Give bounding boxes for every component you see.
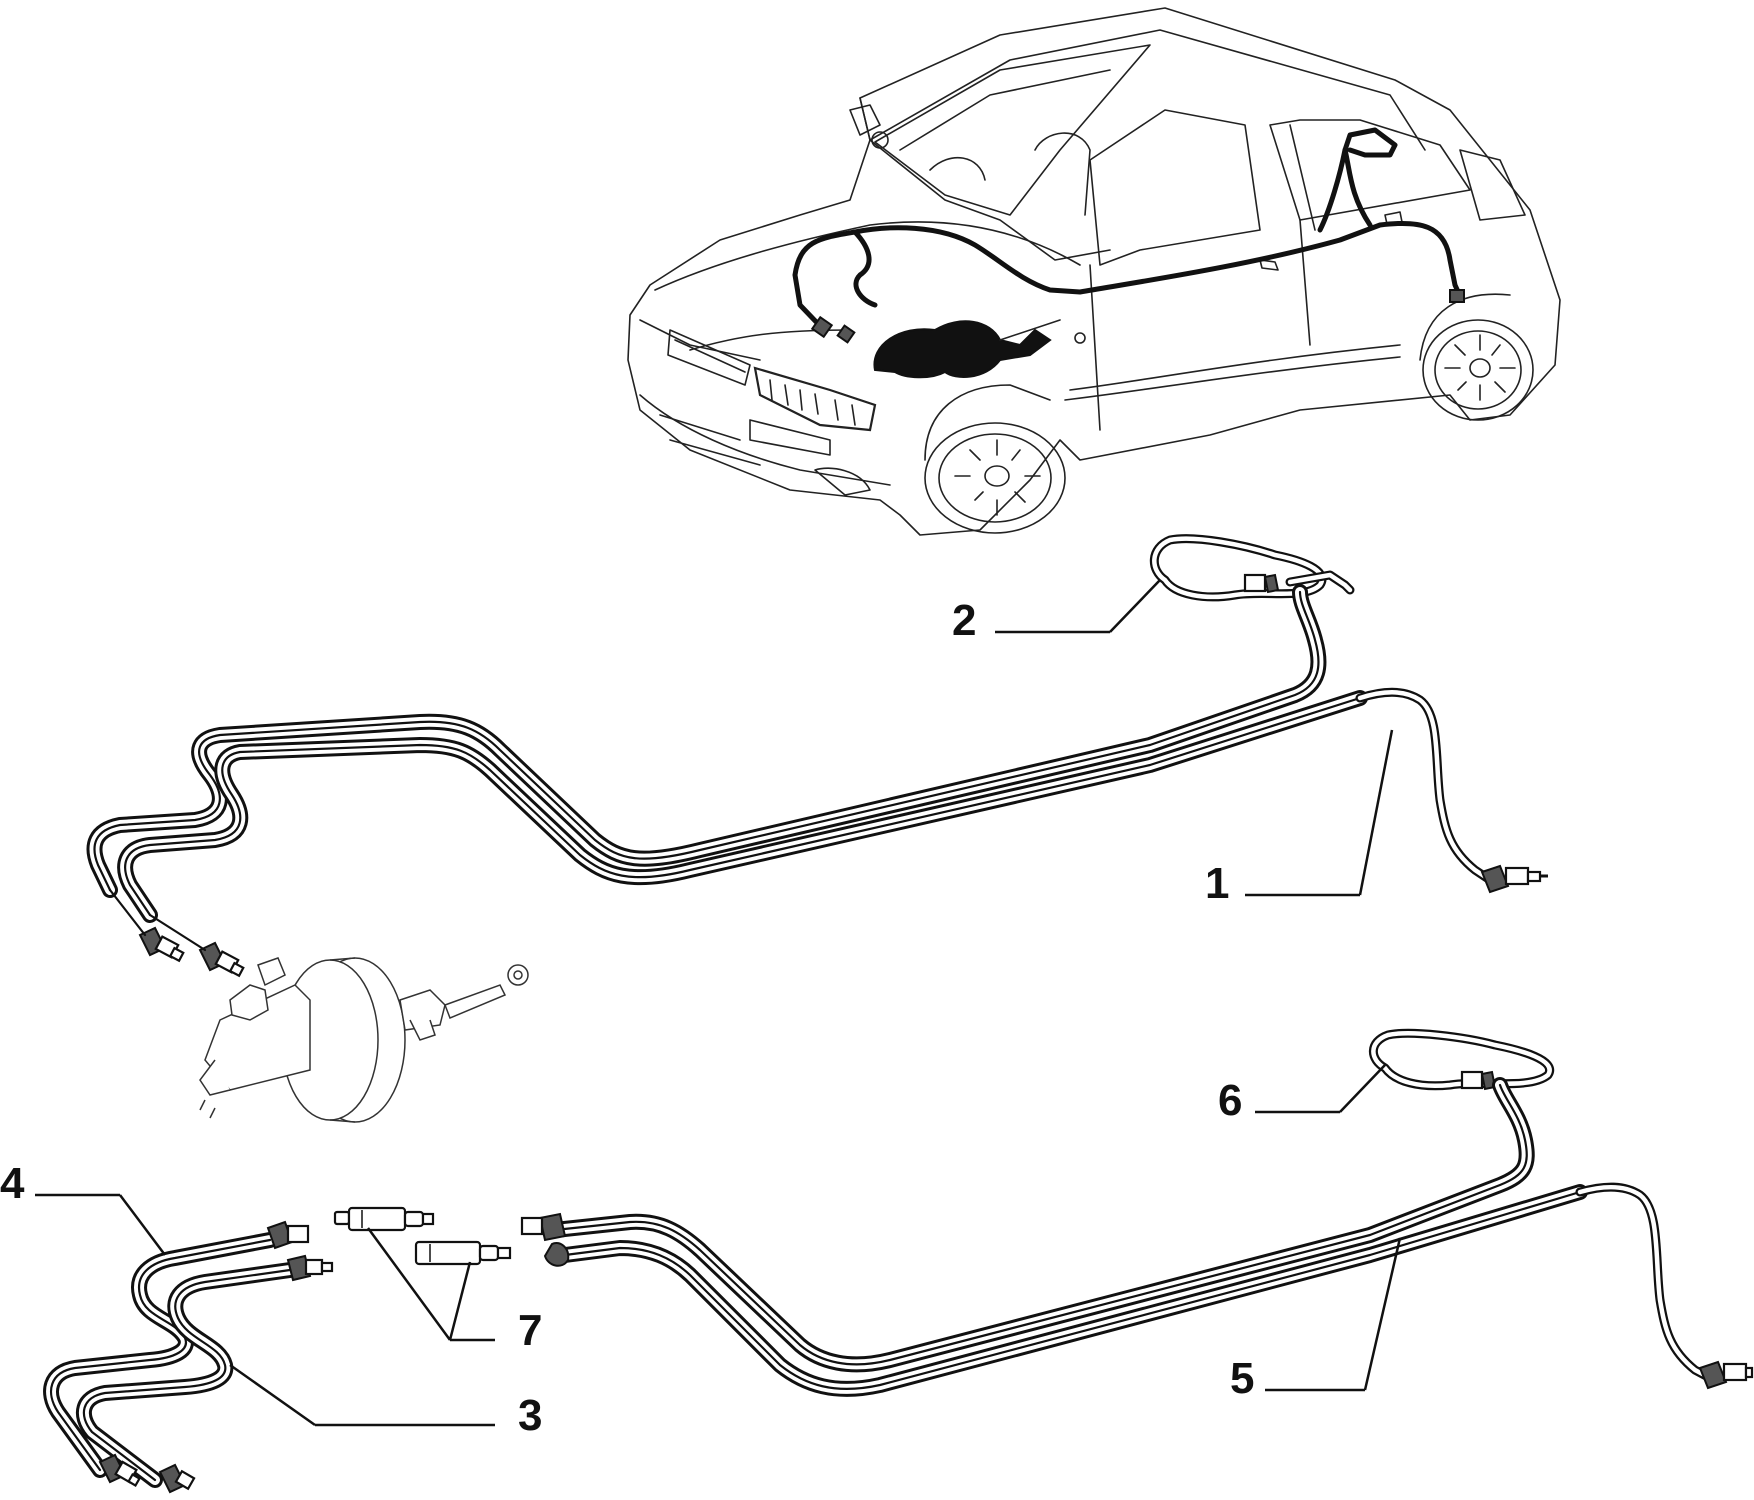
callout-label: 6	[1218, 1076, 1242, 1125]
callout-label: 1	[1205, 859, 1229, 908]
front-left-fitting	[108, 888, 185, 963]
callout-6: 6	[1218, 1064, 1386, 1125]
car-brake-route	[792, 220, 1463, 331]
callout-3: 3	[229, 1363, 542, 1440]
front-wheel	[924, 384, 1066, 534]
callout-1: 1	[1205, 729, 1394, 908]
callout-label: 5	[1230, 1354, 1254, 1403]
front-right-fitting	[148, 913, 245, 978]
callout-7: 7	[366, 1227, 542, 1355]
brake-booster-master-cylinder	[199, 957, 529, 1123]
booster-in-car	[873, 320, 1052, 379]
callout-label: 3	[518, 1391, 542, 1440]
adapter-a	[333, 1206, 435, 1232]
callout-label: 4	[0, 1159, 25, 1208]
adapter-b	[414, 1240, 512, 1266]
callout-label: 2	[952, 596, 976, 645]
car-illustration	[627, 7, 1561, 536]
callout-label: 7	[518, 1306, 542, 1355]
pipe-assembly-upper	[86, 534, 1548, 978]
pipe-assembly-lower	[520, 1028, 1754, 1397]
adapter-fittings	[333, 1206, 512, 1266]
callout-4: 4	[0, 1159, 166, 1256]
rear-wheel	[1419, 293, 1534, 421]
pipe-assembly-front-left	[43, 1220, 334, 1494]
callout-2: 2	[952, 579, 1161, 645]
callout-5: 5	[1230, 1237, 1402, 1403]
